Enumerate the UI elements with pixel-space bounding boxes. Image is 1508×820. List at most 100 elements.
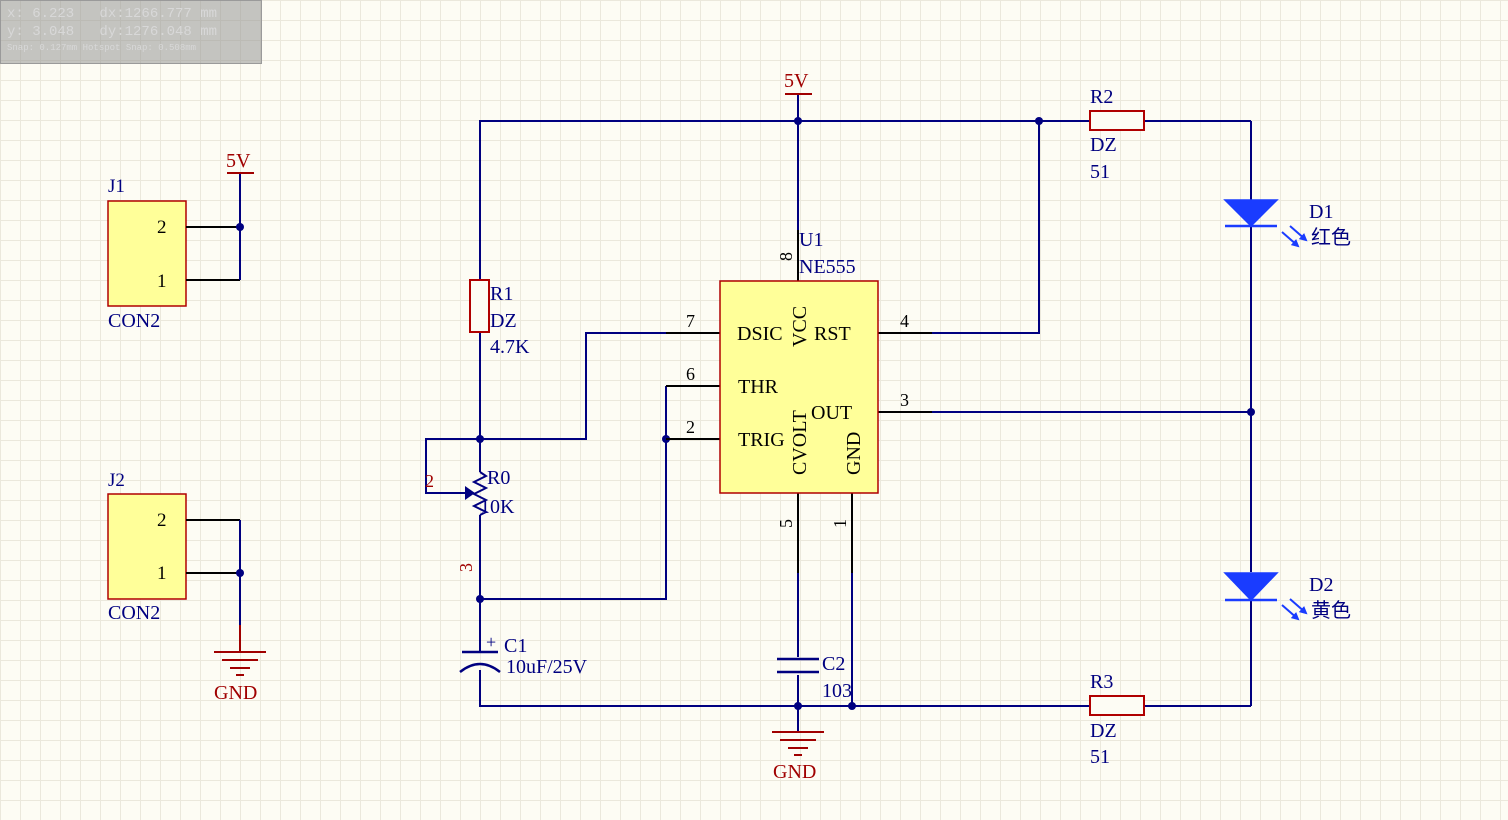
r0-value: 10K — [480, 496, 515, 518]
c1-plate-negative — [459, 662, 501, 673]
capacitor-c2[interactable]: C2 103 — [777, 653, 852, 702]
j1-pin2: 2 — [157, 217, 167, 238]
u1-pinnum-6: 6 — [686, 364, 695, 384]
r0-zigzag[interactable] — [471, 471, 489, 516]
u1-label-out: OUT — [811, 402, 852, 424]
r2-body[interactable] — [1089, 110, 1145, 131]
power-port-5v-main[interactable]: 5V — [784, 70, 812, 95]
d2-ref: D2 — [1309, 574, 1333, 596]
d1-value: 红色 — [1311, 225, 1351, 249]
r3-body[interactable] — [1089, 695, 1145, 716]
j1-value: CON2 — [108, 310, 160, 332]
coordinate-readout: x: 6.223 dx:1266.777 mm y: 3.048 dy:1276… — [0, 0, 262, 64]
junction-out — [1247, 408, 1255, 416]
junction-r1-r0 — [476, 435, 484, 443]
wires[interactable] — [425, 94, 1252, 732]
j1-junction — [236, 223, 244, 231]
junction-vcc — [794, 117, 802, 125]
u1-label-dsic: DSIC — [737, 323, 783, 345]
j2-ref: J2 — [108, 470, 125, 491]
c2-ref: C2 — [822, 653, 845, 675]
u1-pinnum-3: 3 — [900, 390, 909, 410]
r3-footprint: DZ — [1090, 720, 1117, 742]
u1-label-trig: TRIG — [738, 429, 785, 451]
c1-value: 10uF/25V — [506, 656, 588, 678]
u1-pinnum-8: 8 — [776, 252, 796, 261]
u1-label-gnd: GND — [843, 432, 865, 475]
power-label-main: 5V — [784, 70, 809, 92]
junction-gnd — [794, 702, 802, 710]
r0-ref: R0 — [487, 467, 510, 489]
u1-pinnum-4: 4 — [900, 311, 909, 331]
d2-value: 黄色 — [1311, 598, 1351, 622]
ic-u1-ne555[interactable]: U1 NE555 DSIC VCC RST THR OUT TRIG CVOLT… — [666, 229, 932, 573]
ground-label-main: GND — [773, 761, 816, 783]
wire-thr-trig[interactable] — [480, 386, 667, 600]
u1-label-rst: RST — [814, 323, 851, 345]
u1-label-thr: THR — [738, 376, 779, 398]
d1-light-arrow-2-icon — [1289, 225, 1308, 242]
junction-gnd-pin — [848, 702, 856, 710]
u1-pinnum-7: 7 — [686, 311, 695, 331]
r3-value: 51 — [1090, 746, 1110, 768]
d1-triangle-icon[interactable] — [1223, 199, 1279, 228]
d2-light-arrow-1-icon — [1281, 604, 1300, 621]
power-label-j1: 5V — [226, 150, 251, 172]
connector-j2[interactable]: J2 CON2 2 1 — [107, 470, 244, 652]
r1-value: 4.7K — [490, 336, 530, 358]
c2-value: 103 — [822, 680, 852, 702]
r1-ref: R1 — [490, 283, 513, 305]
u1-pinnum-5: 5 — [776, 519, 796, 528]
resistor-r3[interactable]: R3 DZ 51 — [1089, 671, 1145, 768]
snap-info: Snap: 0.127mm Hotspot Snap: 0.508mm — [7, 43, 197, 53]
ground-label-j2: GND — [214, 682, 257, 704]
r1-body[interactable] — [469, 279, 490, 333]
x-coordinate: x: 6.223 dx:1266.777 mm — [7, 6, 218, 22]
d2-light-arrow-2-icon — [1289, 598, 1308, 615]
u1-label-vcc: VCC — [789, 306, 811, 347]
power-port-5v-j1[interactable]: 5V — [226, 150, 254, 174]
potentiometer-r0[interactable]: R0 10K 2 3 — [425, 467, 515, 572]
u1-label-cvolt: CVOLT — [789, 410, 811, 475]
ground-port-main[interactable]: GND — [772, 731, 824, 783]
y-coordinate: y: 3.048 dy:1276.048 mm — [7, 24, 218, 40]
r2-footprint: DZ — [1090, 134, 1117, 156]
wire-rst[interactable] — [932, 121, 1040, 334]
u1-ref: U1 — [799, 229, 823, 251]
wire-r0-wiper[interactable] — [425, 438, 480, 494]
connector-j1[interactable]: J1 CON2 2 1 — [107, 173, 244, 332]
d1-light-arrow-1-icon — [1281, 231, 1300, 248]
j1-pin1: 1 — [157, 271, 167, 292]
c1-polarity: + — [486, 632, 496, 652]
r0-pin2: 2 — [425, 471, 434, 491]
led-d1[interactable]: D1 红色 — [1223, 199, 1351, 249]
c1-ref: C1 — [504, 635, 527, 657]
junction-c1 — [476, 595, 484, 603]
j2-body[interactable] — [107, 493, 187, 600]
d2-triangle-icon[interactable] — [1223, 572, 1279, 602]
j2-junction — [236, 569, 244, 577]
j2-pin2: 2 — [157, 510, 167, 531]
resistor-r1[interactable]: R1 DZ 4.7K — [469, 279, 530, 358]
r0-pin3: 3 — [456, 563, 476, 572]
j2-pin1: 1 — [157, 563, 167, 584]
r2-value: 51 — [1090, 161, 1110, 183]
u1-pin-leads — [666, 230, 932, 573]
u1-pinnum-2: 2 — [686, 417, 695, 437]
resistor-r2[interactable]: R2 DZ 51 — [1039, 86, 1145, 183]
capacitor-c1[interactable]: + C1 10uF/25V — [459, 632, 588, 678]
u1-body[interactable] — [719, 280, 879, 494]
led-d2[interactable]: D2 黄色 — [1223, 572, 1351, 622]
j1-body[interactable] — [107, 200, 187, 307]
j2-value: CON2 — [108, 602, 160, 624]
u1-value: NE555 — [799, 256, 856, 278]
ground-port-j2[interactable]: GND — [214, 625, 266, 704]
j1-ref: J1 — [108, 176, 125, 197]
wire-dsic[interactable] — [480, 332, 666, 440]
u1-pinnum-1: 1 — [830, 519, 850, 528]
r3-ref: R3 — [1090, 671, 1113, 693]
r0-wiper-arrow-icon — [465, 486, 475, 500]
wire-top-rail[interactable] — [479, 120, 1090, 280]
wire-bottom-rail[interactable] — [479, 670, 1090, 707]
